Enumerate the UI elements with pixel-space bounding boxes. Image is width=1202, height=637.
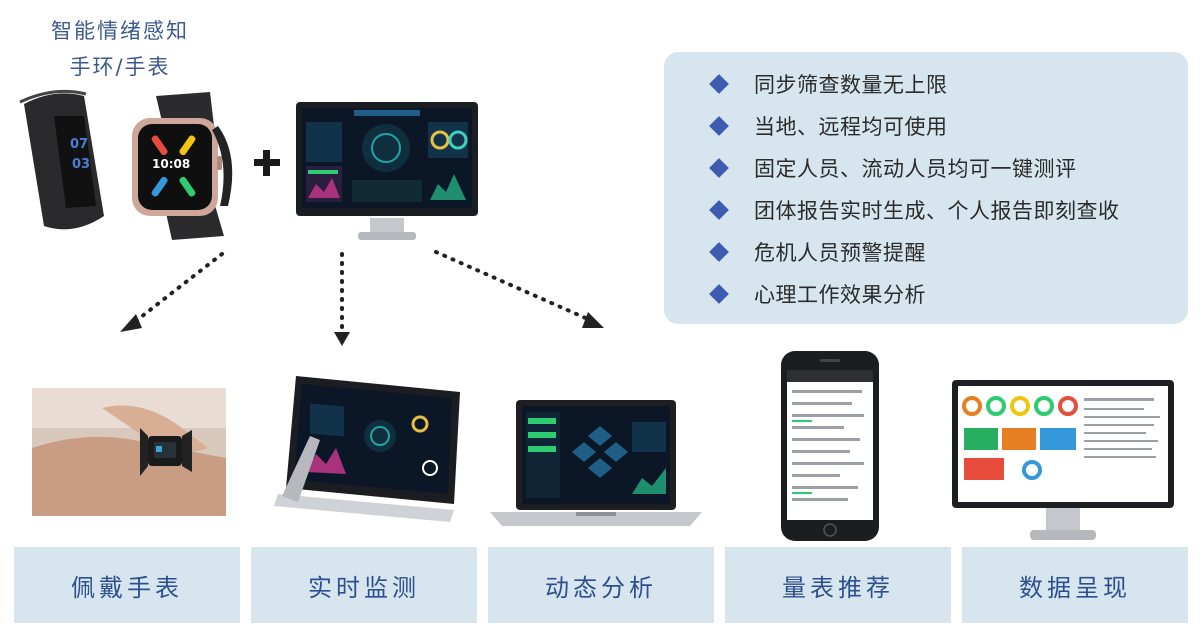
- feature-item: 固定人员、流动人员均可一键测评: [708, 148, 1077, 188]
- diamond-bullet-icon: [709, 242, 729, 262]
- phone-scale-list-image: [781, 351, 879, 541]
- arrow-right-head: [582, 312, 604, 328]
- label-wear-watch: 佩戴手表: [14, 547, 240, 623]
- diamond-bullet-icon: [709, 200, 729, 220]
- label-data-display: 数据呈现: [962, 547, 1188, 623]
- feature-text: 团体报告实时生成、个人报告即刻查收: [754, 199, 1120, 223]
- flow-arrows: [120, 250, 604, 346]
- watch-time: 10:08: [152, 157, 190, 171]
- feature-item: 心理工作效果分析: [708, 274, 926, 314]
- wrist-wearing-photo: [32, 388, 226, 516]
- label-scale-recommend: 量表推荐: [725, 547, 951, 623]
- diamond-bullet-icon: [709, 284, 729, 304]
- plus-icon: [254, 150, 280, 176]
- label-realtime-monitor: 实时监测: [251, 547, 477, 623]
- feature-text: 心理工作效果分析: [754, 283, 926, 307]
- device-title-line1: 智能情绪感知: [51, 19, 189, 43]
- band-digit-top: 07: [70, 137, 88, 152]
- feature-text: 危机人员预警提醒: [754, 241, 926, 265]
- arrow-center-head: [334, 332, 350, 346]
- feature-panel: 同步筛查数量无上限 当地、远程均可使用 固定人员、流动人员均可一键测评 团体报告…: [664, 52, 1188, 324]
- monitor-data-report-image: [952, 380, 1174, 540]
- feature-text: 当地、远程均可使用: [754, 115, 948, 139]
- feature-item: 同步筛查数量无上限: [708, 64, 948, 104]
- monitor-dashboard-image: [296, 102, 478, 240]
- feature-item: 当地、远程均可使用: [708, 106, 948, 146]
- feature-text: 固定人员、流动人员均可一键测评: [754, 157, 1077, 181]
- tablet-dashboard-image: [274, 376, 460, 522]
- laptop-dashboard-image: [490, 400, 702, 526]
- smartwatch-image: 10:08: [132, 92, 233, 240]
- feature-item: 危机人员预警提醒: [708, 232, 926, 272]
- feature-text: 同步筛查数量无上限: [754, 73, 948, 97]
- wristband-watch-image: 07 03 10:08: [19, 89, 233, 240]
- diamond-bullet-icon: [709, 116, 729, 136]
- label-dynamic-analysis: 动态分析: [488, 547, 714, 623]
- arrow-left-head: [120, 314, 142, 332]
- diamond-bullet-icon: [709, 158, 729, 178]
- diamond-bullet-icon: [709, 74, 729, 94]
- device-title-line2: 手环/手表: [69, 55, 171, 79]
- band-digit-bottom: 03: [72, 157, 90, 172]
- feature-item: 团体报告实时生成、个人报告即刻查收: [708, 190, 1120, 230]
- wristband-image: 07 03: [19, 89, 104, 230]
